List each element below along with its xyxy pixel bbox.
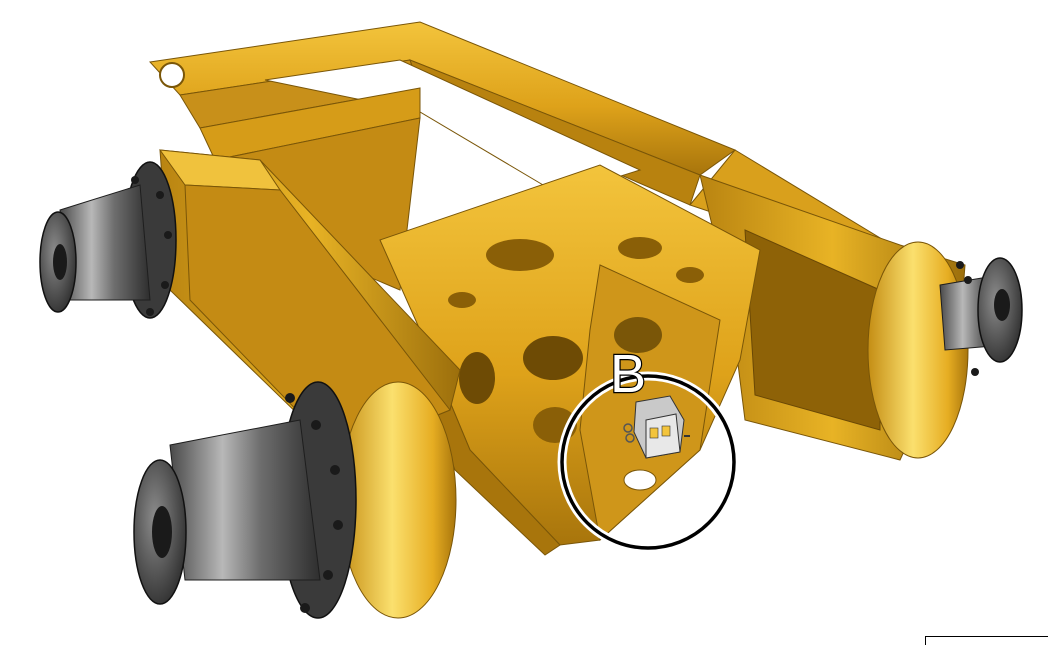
- right-hub: [939, 257, 1023, 376]
- left-front-drum: [339, 381, 457, 619]
- valve-block-icon: [623, 395, 690, 459]
- left-rear-hub: [39, 161, 177, 319]
- lifting-eye-icon: [159, 62, 185, 88]
- callout-b: B: [557, 343, 739, 553]
- corner-frame: [925, 636, 1048, 645]
- callout-letter: B: [610, 344, 646, 404]
- upper-frame: [148, 21, 902, 291]
- right-drum: [867, 241, 969, 459]
- left-track-beam: [158, 149, 461, 619]
- left-front-hub: [133, 381, 357, 619]
